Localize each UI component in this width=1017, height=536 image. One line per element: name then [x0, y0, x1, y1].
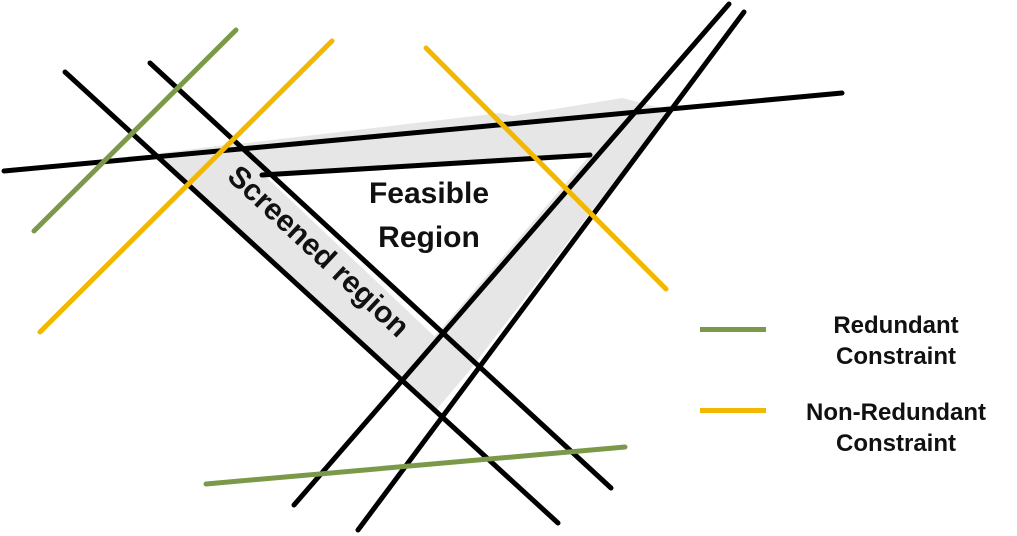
constraint-line-right-inner: [291, 1, 732, 508]
screened-region-right: [399, 98, 669, 410]
non-redundant-constraint-line-2: [423, 45, 669, 292]
constraint-line-left-inner: [147, 60, 614, 491]
legend-label-non-redundant-line2: Constraint: [836, 430, 956, 457]
screened-region-left: [154, 144, 470, 410]
redundant-constraint-line-2: [203, 444, 628, 487]
legend-swatch-redundant: [700, 327, 766, 332]
legend-label-redundant-line2: Constraint: [836, 343, 956, 370]
legend-label-redundant: Redundant Constraint: [782, 310, 1010, 372]
legend-label-non-redundant: Non-Redundant Constraint: [782, 397, 1010, 459]
redundant-constraint-line-1: [31, 27, 239, 234]
legend-swatch-non-redundant: [700, 408, 766, 413]
feasible-region-label-line1: Feasible: [368, 177, 490, 210]
non-redundant-constraint-line-1: [37, 38, 335, 335]
feasible-region-label: Feasible Region: [340, 172, 518, 260]
constraint-line-right-outer: [355, 9, 747, 533]
legend-label-redundant-line1: Redundant: [833, 312, 959, 339]
feasible-region-label-line2: Region: [378, 221, 480, 254]
constraint-line-left-outer: [62, 69, 561, 526]
legend-label-non-redundant-line1: Non-Redundant: [806, 399, 986, 426]
constraint-line-top-outer: [1, 90, 845, 174]
